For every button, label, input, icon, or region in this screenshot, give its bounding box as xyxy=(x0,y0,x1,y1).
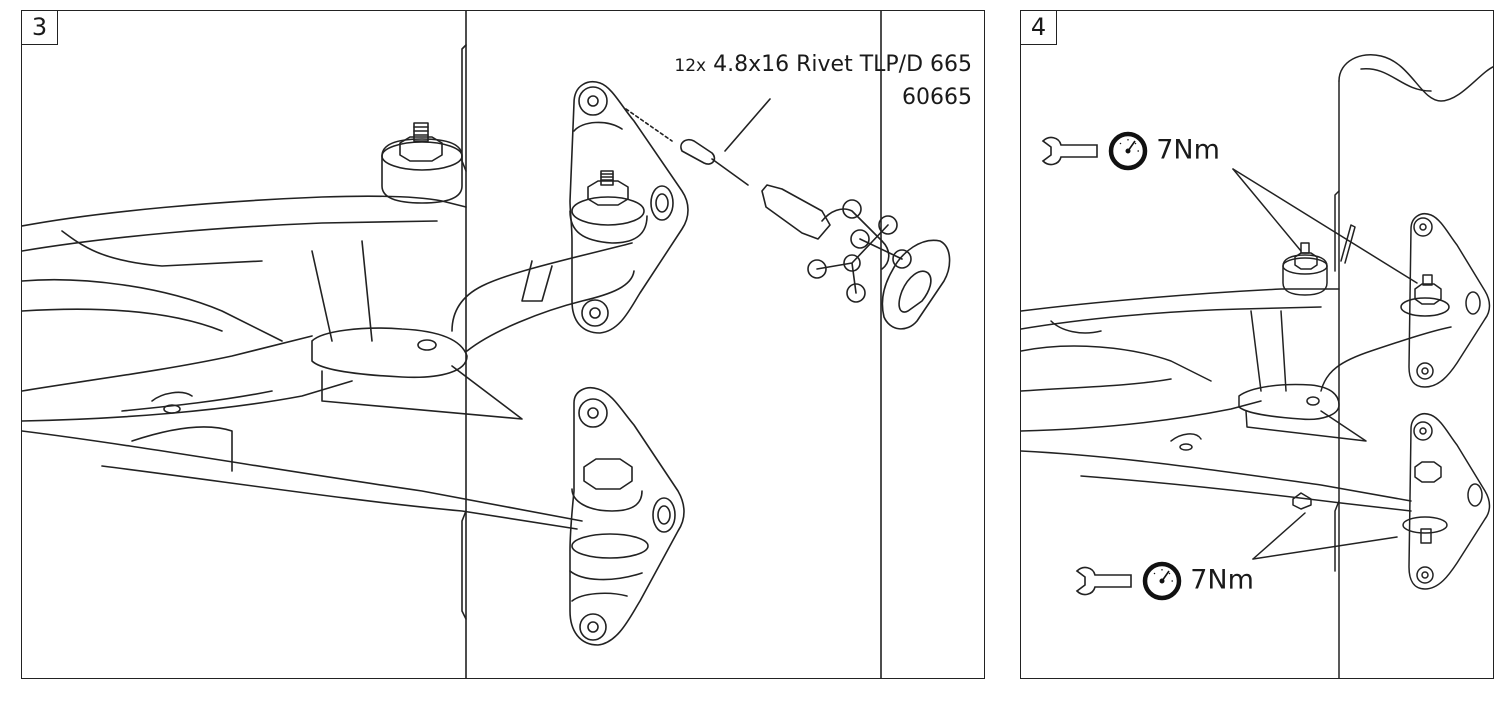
leader-line xyxy=(724,98,771,152)
nut xyxy=(399,136,443,162)
leader-line xyxy=(1252,512,1306,560)
rivet-description: 4.8x16 Rivet TLP/D 665 xyxy=(713,52,972,77)
rivet-stem xyxy=(711,158,749,186)
rivet-gun-nose xyxy=(761,184,831,240)
torque-gauge-icon xyxy=(1108,131,1147,171)
bolt-thread xyxy=(413,122,429,142)
rivet-part-number: 60665 xyxy=(902,85,972,110)
rivet-gun-grip xyxy=(881,239,951,330)
step-4-illustration xyxy=(1021,54,1493,678)
leader-line xyxy=(1252,536,1398,560)
nut xyxy=(583,458,633,490)
link-boss xyxy=(311,327,468,379)
torque-callout-lower: 7Nm xyxy=(1075,561,1254,601)
torque-gauge-icon xyxy=(1142,561,1181,601)
rivet-head xyxy=(680,138,716,165)
step-number: 4 xyxy=(1021,11,1057,45)
step-3-illustration xyxy=(22,11,951,678)
pivot-boss xyxy=(381,138,463,204)
swing-arm-lower xyxy=(22,430,583,522)
swing-arm-upper xyxy=(22,195,467,227)
dropout-bracket xyxy=(569,387,685,646)
leader-line xyxy=(1232,168,1302,252)
rivet-quantity: 12x xyxy=(674,56,707,76)
torque-value: 7Nm xyxy=(1156,134,1220,166)
rivet-callout: 12x 4.8x16 Rivet TLP/D 665 60665 xyxy=(674,49,972,114)
torque-value: 7Nm xyxy=(1190,564,1254,596)
torque-callout-upper: 7Nm xyxy=(1041,131,1220,171)
step-4-panel: 4 xyxy=(1020,10,1494,679)
wrench-icon xyxy=(1041,136,1098,166)
step-3-panel: 3 xyxy=(21,10,985,679)
mounting-plate xyxy=(461,44,467,172)
dropout-bracket xyxy=(569,81,689,334)
mounting-plate xyxy=(461,510,467,620)
leader-line xyxy=(1232,168,1418,284)
wrench-icon xyxy=(1075,566,1132,596)
step-number: 3 xyxy=(22,11,58,45)
nut xyxy=(587,180,629,206)
